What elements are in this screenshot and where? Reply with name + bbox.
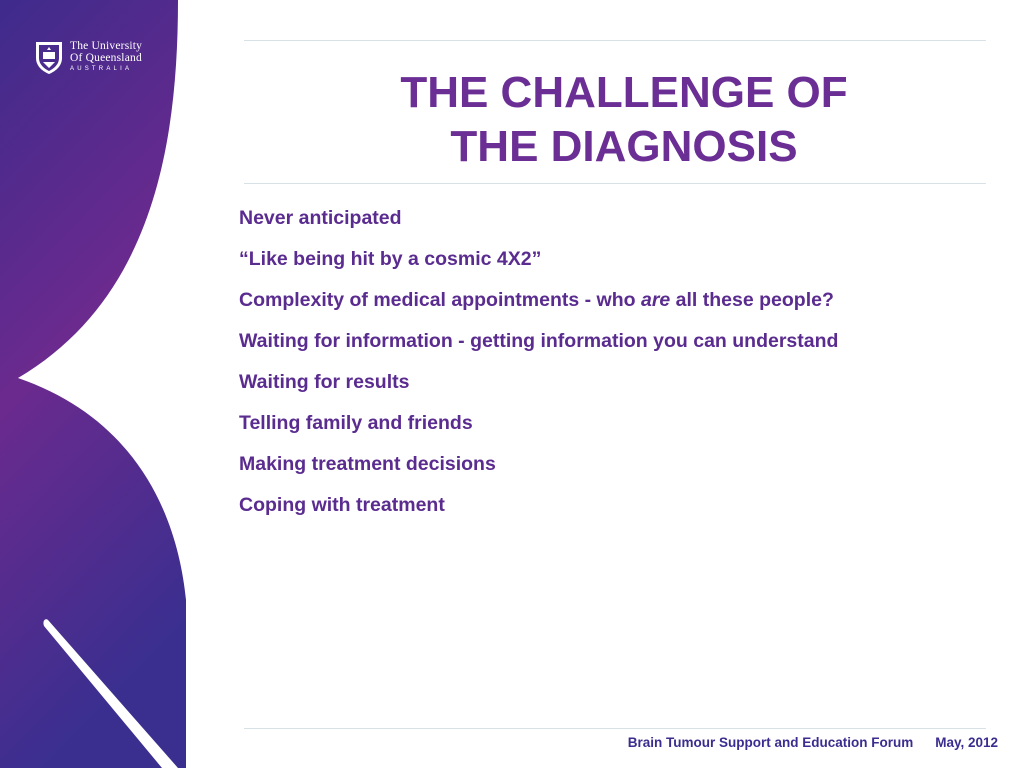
footer-rule — [244, 728, 986, 729]
sidebar-shape — [0, 0, 186, 768]
logo-line-2: Of Queensland — [70, 52, 142, 64]
bullet-emphasis: are — [640, 289, 671, 311]
bullet-item: Waiting for results — [239, 371, 410, 393]
title-rule — [244, 183, 986, 184]
top-rule — [244, 40, 986, 41]
university-logo: The University Of Queensland AUSTRALIA — [34, 40, 142, 76]
bullet-item: “Like being hit by a cosmic 4X2” — [239, 248, 542, 270]
bullet-list: Never anticipated “Like being hit by a c… — [239, 205, 879, 533]
footer-date: May, 2012 — [935, 735, 998, 750]
title-line-1: THE CHALLENGE OF — [400, 68, 848, 117]
bullet-item: Never anticipated — [239, 207, 402, 229]
slide-title: THE CHALLENGE OF THE DIAGNOSIS — [244, 66, 1004, 174]
footer-event: Brain Tumour Support and Education Forum — [627, 735, 914, 750]
crest-icon — [36, 42, 62, 74]
title-line-2: THE DIAGNOSIS — [450, 122, 798, 171]
bullet-item: Waiting for information - getting inform… — [239, 330, 839, 352]
sidebar-decoration: The University Of Queensland AUSTRALIA — [0, 0, 200, 768]
slide-footer: Brain Tumour Support and Education Forum… — [628, 735, 998, 750]
bullet-item: Making treatment decisions — [239, 453, 496, 475]
bullet-text: all these people? — [670, 289, 834, 311]
bullet-item: Complexity of medical appointments - who… — [239, 287, 879, 314]
bullet-text: Complexity of medical appointments - who — [239, 289, 641, 311]
logo-line-3: AUSTRALIA — [70, 66, 133, 72]
logo-line-1: The University — [70, 40, 143, 52]
diagonal-stripe — [43, 619, 179, 768]
bullet-item: Coping with treatment — [239, 494, 445, 516]
bullet-item: Telling family and friends — [239, 412, 473, 434]
